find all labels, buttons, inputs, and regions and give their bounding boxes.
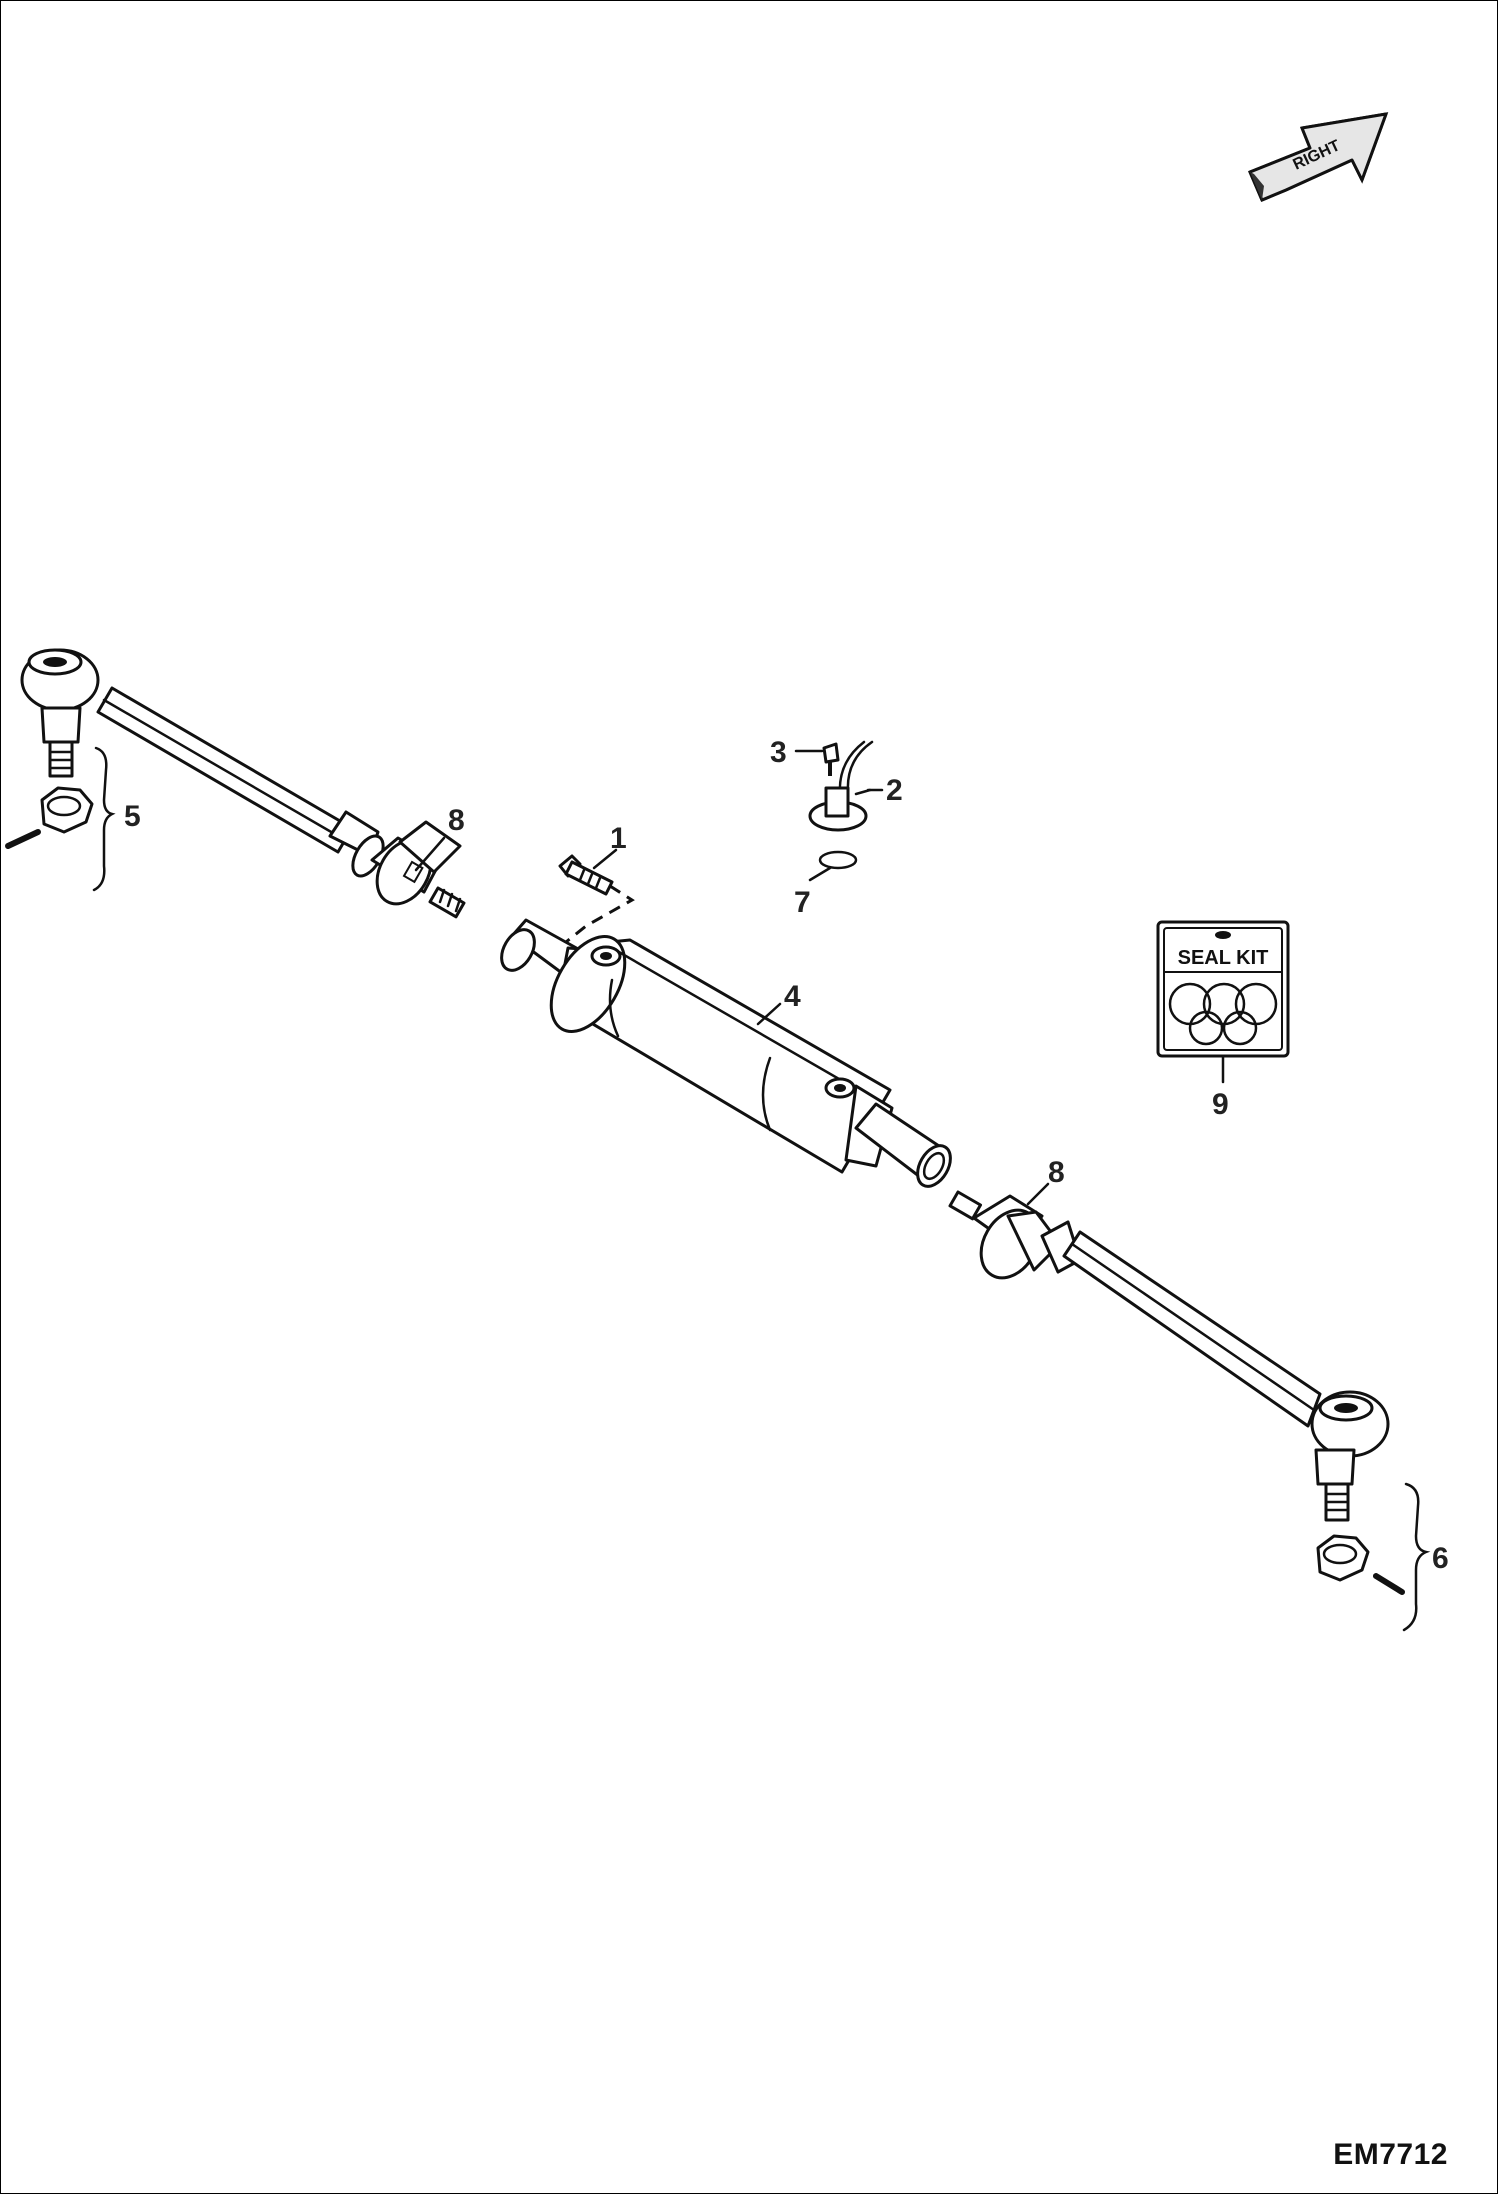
hose-fitting-icon — [808, 740, 884, 832]
callout-4: 4 — [784, 980, 801, 1013]
tie-rod-end-right-icon — [1062, 1230, 1431, 1632]
o-ring-icon — [808, 850, 858, 882]
direction-arrow-icon: RIGHT — [1248, 112, 1389, 202]
steering-cylinder-icon — [500, 918, 952, 1188]
inner-tie-rod-right-icon — [948, 1190, 1082, 1280]
seal-kit-label: SEAL KIT — [1178, 947, 1269, 969]
callout-8-left: 8 — [448, 804, 465, 837]
callout-2: 2 — [886, 774, 903, 807]
tie-rod-end-left-icon — [5, 648, 354, 892]
callout-9: 9 — [1212, 1088, 1229, 1121]
callout-5: 5 — [124, 800, 141, 833]
bolt-icon — [558, 854, 635, 944]
callout-6: 6 — [1432, 1542, 1449, 1575]
callout-1: 1 — [610, 822, 627, 855]
inner-tie-rod-icon — [328, 810, 466, 919]
callout-7: 7 — [794, 886, 811, 919]
callout-3: 3 — [770, 736, 787, 769]
o-rings-icon — [1168, 982, 1278, 1046]
bleed-screw-icon — [794, 742, 840, 776]
figure-id: EM7712 — [1333, 2138, 1448, 2171]
seal-kit-icon: SEAL KIT — [1156, 920, 1290, 1084]
callout-8-right: 8 — [1048, 1156, 1065, 1189]
